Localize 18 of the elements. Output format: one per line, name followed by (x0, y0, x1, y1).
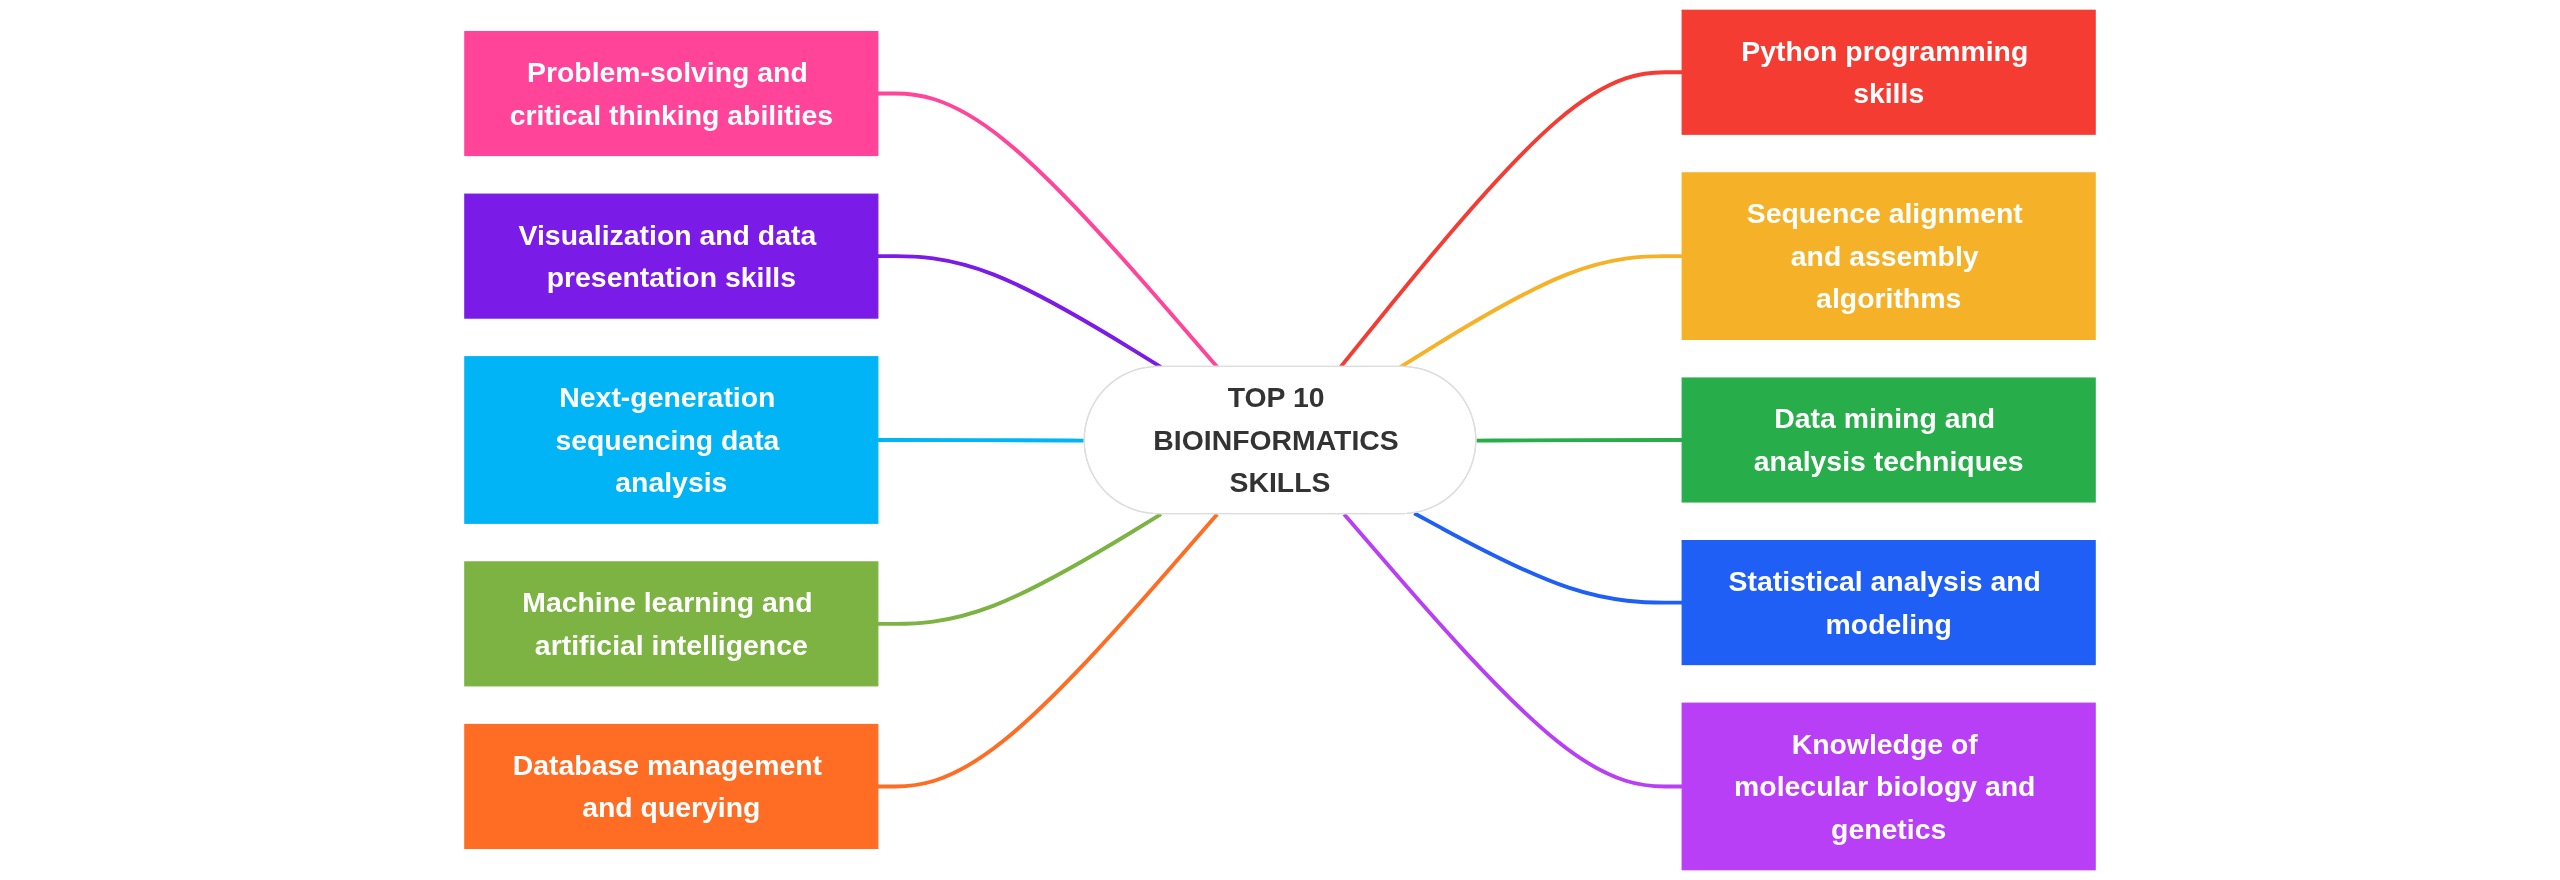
node-box: Database management and querying (464, 723, 879, 850)
connector (1413, 511, 1683, 605)
node-box: Problem-solving and critical thinking abilities (464, 30, 879, 157)
node-box: Statistical analysis and modeling (1681, 540, 2096, 666)
connector (877, 254, 1163, 369)
connector (877, 91, 1219, 369)
connector (877, 438, 1085, 443)
node-box: Sequence alignment and assembly algorithms (1681, 172, 2096, 340)
connector (877, 512, 1219, 789)
connector (1342, 512, 1683, 789)
node-box: Visualization and data presentation skills (464, 193, 879, 319)
node-box: Next-generation sequencing data analysis (464, 356, 879, 524)
node-box: Knowledge of molecular biology and genetics (1681, 702, 2096, 871)
node-box: Data mining and analysis techniques (1681, 377, 2096, 503)
connector (877, 512, 1163, 626)
node-box: Python programming skills (1681, 9, 2096, 135)
node-box: Machine learning and artificial intelligence (464, 561, 879, 687)
connector (1476, 438, 1683, 443)
